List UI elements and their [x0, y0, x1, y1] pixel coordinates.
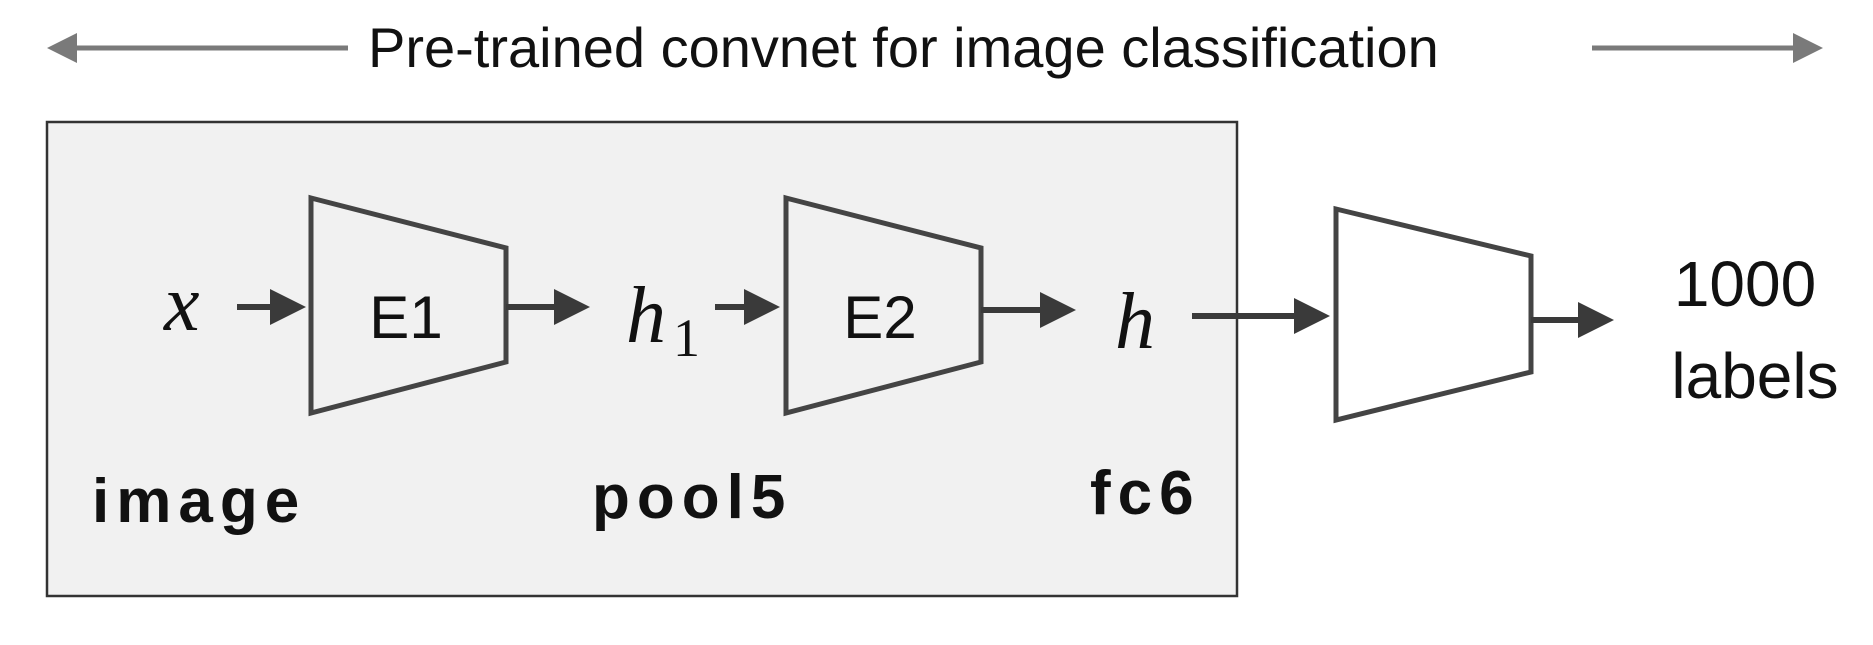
encoder-e2-label: E2 [843, 284, 916, 351]
output-labels-word: labels [1671, 340, 1838, 412]
header: Pre-trained convnet for image classifica… [47, 16, 1823, 79]
classifier-trapezoid [1333, 205, 1534, 424]
layer-label-fc6: fc6 [1090, 459, 1201, 528]
encoder-e1-label: E1 [369, 284, 442, 351]
output-count: 1000 [1674, 248, 1816, 320]
layer-label-pool5: pool5 [592, 463, 792, 532]
hidden-variable-h1-base: h [626, 272, 666, 360]
hidden-variable-h: h [1115, 278, 1155, 366]
output-labels: 1000 labels [1671, 248, 1838, 412]
pretrained-convnet-box [45, 120, 1239, 598]
encoder-e1-trapezoid [308, 194, 509, 417]
diagram-title: Pre-trained convnet for image classifica… [368, 16, 1439, 79]
hidden-variable-h1: h 1 [626, 272, 700, 368]
layer-label-image: image [92, 467, 306, 536]
encoder-e1: E1 [308, 194, 509, 417]
hidden-variable-h1-subscript: 1 [673, 308, 700, 368]
encoder-e2: E2 [783, 194, 984, 417]
encoder-e2-trapezoid [783, 194, 984, 417]
input-variable-x: x [163, 260, 200, 348]
